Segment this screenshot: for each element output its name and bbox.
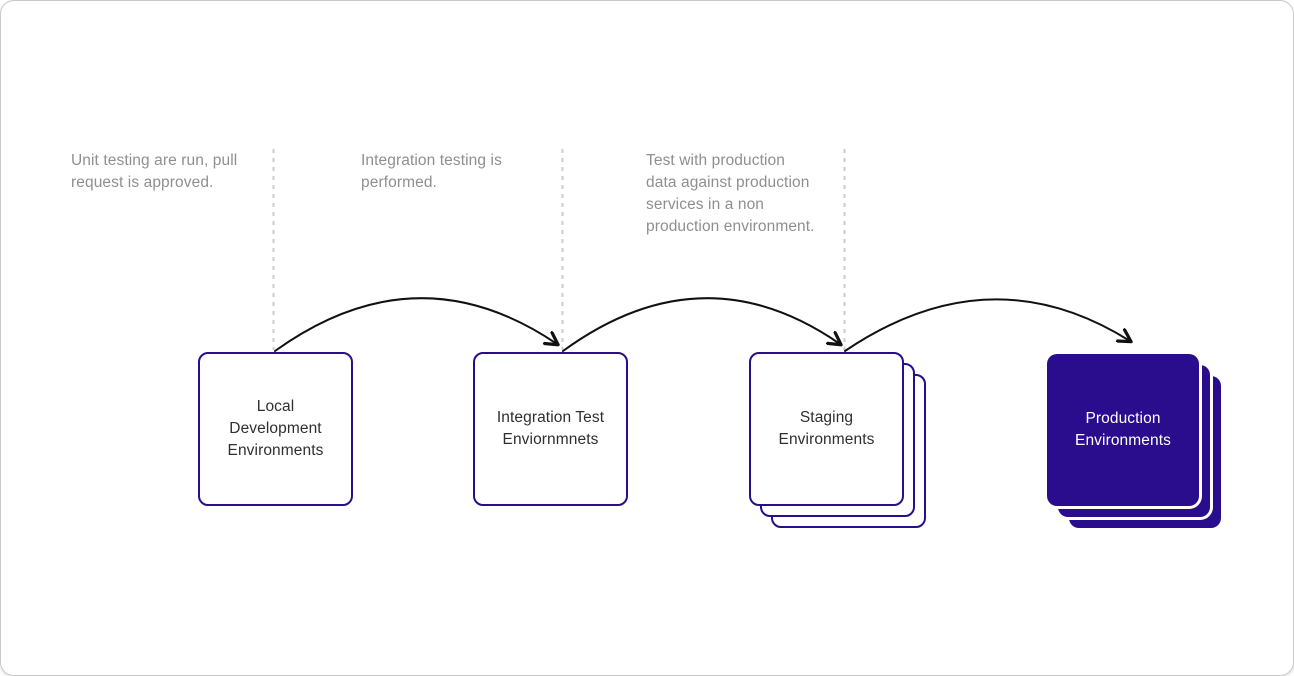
stage-card: [198, 352, 353, 506]
stage-integration-test: Integration Test Enviornmnets: [473, 352, 628, 506]
stage-card: [749, 352, 904, 506]
flow-arrow-1: [274, 297, 557, 352]
stage-card: [473, 352, 628, 506]
stage-staging: Staging Environments: [749, 352, 926, 528]
stage-card: [1047, 354, 1199, 506]
annotation-production-testing: Test with production data against produc…: [646, 152, 815, 235]
stage-label: Production Environments: [1075, 410, 1171, 449]
annotation-unit-testing: Unit testing are run, pull request is ap…: [71, 152, 238, 191]
stage-label: Local Development Environments: [227, 398, 324, 459]
flow-arrow-3: [844, 298, 1130, 352]
flow-arrow-2: [562, 297, 840, 352]
stage-label: Integration Test Enviornmnets: [496, 409, 605, 448]
stage-local-development: Local Development Environments: [198, 352, 353, 506]
stage-label: Staging Environments: [778, 409, 875, 448]
stage-production: Production Environments: [1047, 354, 1221, 528]
annotation-integration-testing: Integration testing is performed.: [361, 152, 502, 191]
